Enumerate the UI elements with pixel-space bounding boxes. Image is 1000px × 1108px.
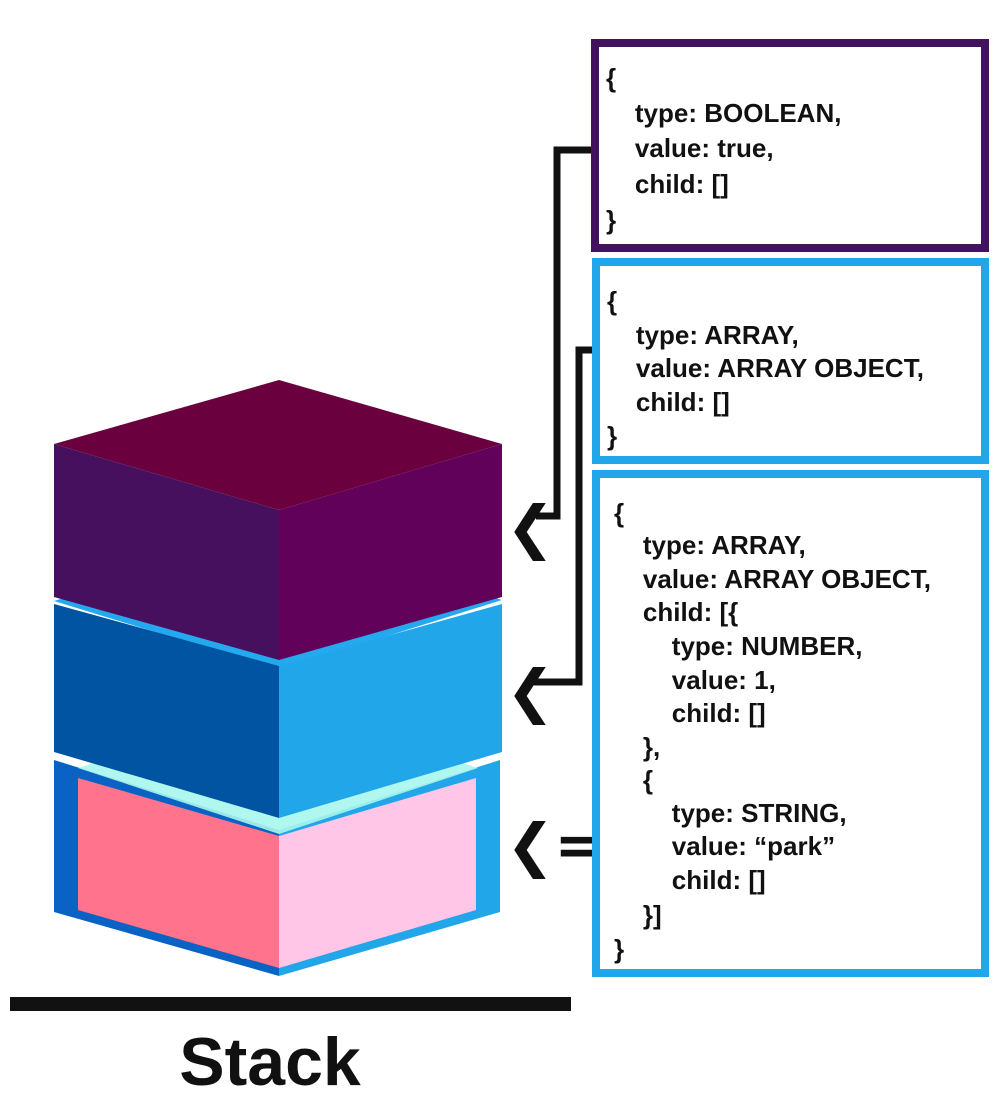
code-line: value: ARRAY OBJECT,	[614, 564, 931, 594]
code-line: {	[607, 286, 618, 316]
code-line: type: NUMBER,	[614, 631, 863, 661]
block-left-face	[54, 604, 279, 818]
boolean-pointer-icon: ❮	[506, 493, 555, 561]
nested-array-object-box: { type: ARRAY, value: ARRAY OBJECT, chil…	[592, 470, 989, 977]
code-line: }	[607, 421, 618, 451]
block-right-face	[279, 444, 502, 660]
code-line: value: ARRAY OBJECT,	[607, 353, 924, 383]
boolean-connector	[536, 146, 592, 520]
code-line: value: “park”	[614, 831, 836, 861]
code-line: },	[614, 732, 661, 762]
code-line: child: []	[614, 698, 766, 728]
block-right-face	[279, 778, 476, 968]
stack-label: Stack	[179, 1024, 361, 1100]
code-line: }	[614, 934, 625, 964]
block-left-face	[54, 444, 279, 660]
array-pointer-icon: ❮	[506, 657, 555, 725]
code-line: type: BOOLEAN,	[606, 98, 842, 128]
code-line: value: 1,	[614, 665, 776, 695]
code-line: child: []	[607, 387, 730, 417]
code-line: }]	[614, 900, 662, 930]
code-line: child: []	[606, 169, 729, 199]
array-object-box: { type: ARRAY, value: ARRAY OBJECT, chil…	[592, 258, 989, 464]
block-top-face	[54, 380, 502, 510]
code-line: child: []	[614, 865, 766, 895]
code-line: type: ARRAY,	[607, 320, 799, 350]
code-line: child: [{	[614, 597, 739, 627]
code-line: type: ARRAY,	[614, 530, 806, 560]
code-line: {	[614, 498, 625, 528]
boolean-object-box: { type: BOOLEAN, value: true, child: [] …	[591, 39, 989, 252]
current-pointer-icon: ❮=	[506, 811, 604, 879]
code-line: value: true,	[606, 133, 774, 163]
code-line: {	[606, 63, 617, 93]
stack-block-boolean	[54, 380, 502, 660]
code-line: }	[606, 205, 617, 235]
code-line: {	[614, 765, 654, 795]
array-connector	[534, 346, 596, 686]
block-left-face	[78, 778, 279, 968]
code-line: type: STRING,	[614, 798, 847, 828]
block-right-face	[279, 604, 502, 818]
